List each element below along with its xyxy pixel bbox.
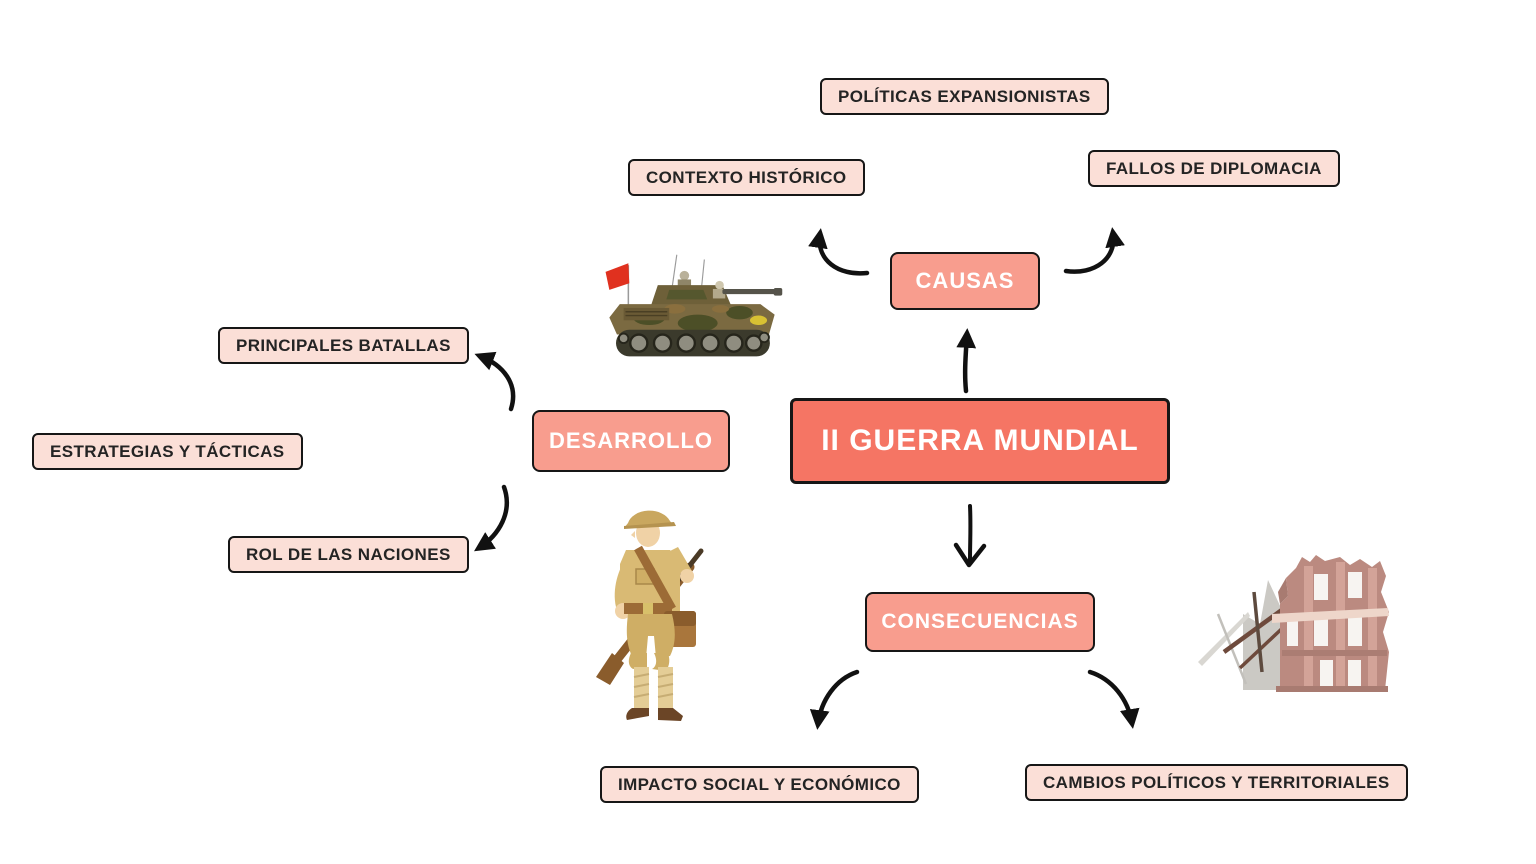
node-principales-batallas: PRINCIPALES BATALLAS: [218, 327, 469, 364]
node-consecuencias: CONSECUENCIAS: [865, 592, 1095, 652]
arrow-causas-to-contexto: [808, 228, 870, 276]
arrow-desarrollo-to-rol: [474, 484, 510, 552]
arrow-central-to-consecuencias-head: [953, 542, 987, 568]
ruins-illustration: [1188, 552, 1393, 697]
node-ii-guerra-mundial: II GUERRA MUNDIAL: [790, 398, 1170, 484]
node-estrategias-y-tacticas: ESTRATEGIAS Y TÁCTICAS: [32, 433, 303, 470]
soldier-icon: [596, 510, 704, 721]
tank-illustration: [593, 250, 791, 364]
node-politicas-expansionistas: POLÍTICAS EXPANSIONISTAS: [820, 78, 1109, 115]
node-cambios-politicos-y-territoriales: CAMBIOS POLÍTICOS Y TERRITORIALES: [1025, 764, 1408, 801]
node-impacto-social-y-economico: IMPACTO SOCIAL Y ECONÓMICO: [600, 766, 919, 803]
tank-icon: [605, 254, 783, 357]
arrow-consecuencias-to-impacto: [809, 669, 860, 730]
arrow-central-to-causas: [956, 328, 977, 394]
node-causas: CAUSAS: [890, 252, 1040, 310]
node-contexto-historico: CONTEXTO HISTÓRICO: [628, 159, 865, 196]
arrow-desarrollo-to-batallas: [474, 351, 516, 412]
node-fallos-de-diplomacia: FALLOS DE DIPLOMACIA: [1088, 150, 1340, 187]
node-rol-de-las-naciones: ROL DE LAS NACIONES: [228, 536, 469, 573]
soldier-illustration: [573, 493, 725, 730]
ruins-icon: [1198, 555, 1389, 692]
arrow-causas-to-fallos: [1063, 227, 1125, 274]
red-flag: [605, 263, 630, 290]
arrow-consecuencias-to-cambios: [1087, 669, 1140, 729]
node-desarrollo: DESARROLLO: [532, 410, 730, 472]
